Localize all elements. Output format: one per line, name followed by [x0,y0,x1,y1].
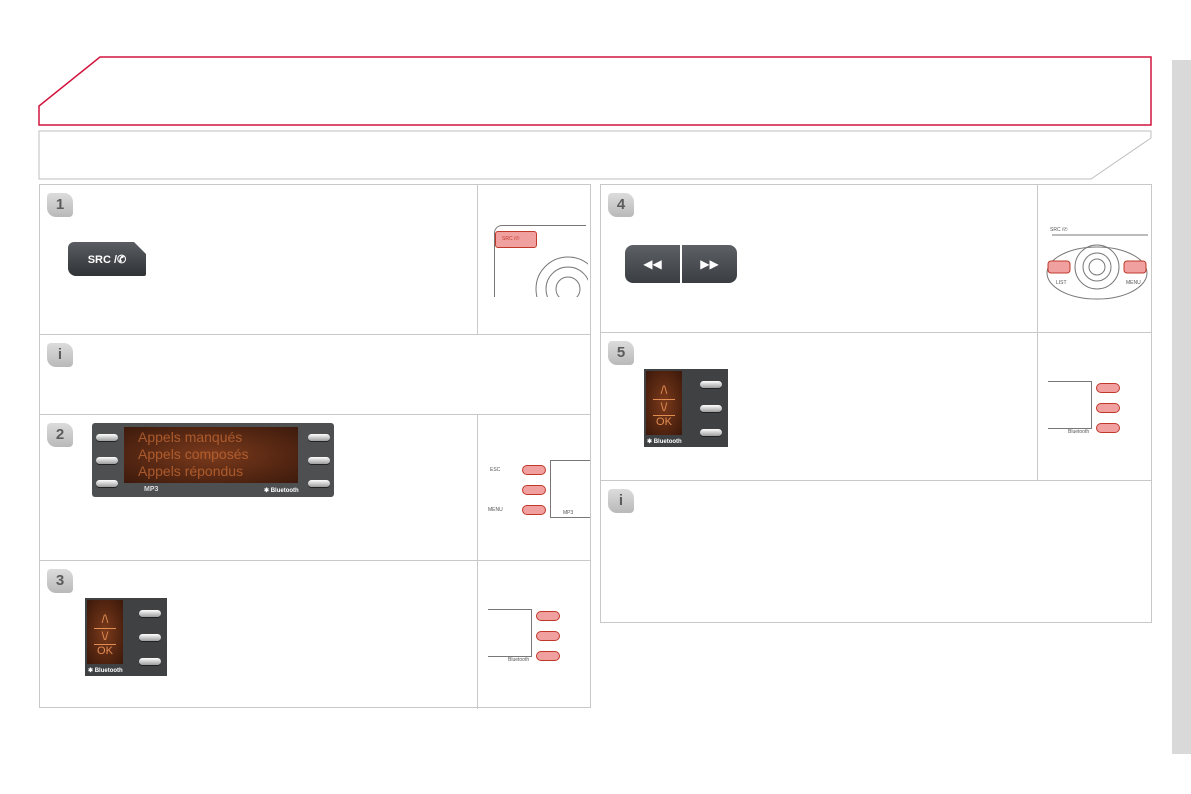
subheader-frame [38,130,1152,180]
right-key-2[interactable] [308,457,330,464]
info-row-1: i [40,335,590,415]
step-1-thumbnail: SRC /✆ [477,185,590,334]
info-row-2: i [601,481,1151,624]
down-icon[interactable]: \/ [101,629,109,643]
nav-highlight-3 [536,651,560,661]
control-dial-sketch [1046,234,1148,300]
left-key-2[interactable] [96,457,118,464]
ok-option[interactable]: OK [97,645,113,657]
nav5-highlight-1 [1096,383,1120,393]
right-key-3[interactable] [308,480,330,487]
nav5-divider-1 [653,399,675,400]
fast-forward-button[interactable]: ▶▶ [682,245,737,283]
menu-item-received[interactable]: Appels répondus [138,463,244,479]
rewind-icon: ◀◀ [643,257,662,271]
down-icon-5[interactable]: \/ [660,400,668,414]
menu-label-2: MENU [1126,280,1141,286]
nav5-bluetooth: ✱ Bluetooth [647,439,682,445]
left-key-3[interactable] [96,480,118,487]
nav-display-step5: /\ \/ OK ✱ Bluetooth [644,369,728,447]
nav5-key-3[interactable] [700,429,722,436]
subheader-band [38,130,1153,182]
nav-divider-1 [94,628,116,629]
nav-divider-2 [94,644,116,645]
nav5-highlight-3 [1096,423,1120,433]
nav-key-1[interactable] [139,610,161,617]
nav-bluetooth: ✱ Bluetooth [88,668,123,674]
step-3-badge: 3 [47,569,73,593]
ok-option-5[interactable]: OK [656,416,672,428]
nav-key-2[interactable] [139,634,161,641]
radio-display: Appels manqués Appels composés Appels ré… [92,423,334,497]
bluetooth-indicator: ✱ Bluetooth [264,488,299,494]
page-edge-tab [1172,60,1191,754]
bt-small-5: Bluetooth [1068,429,1090,435]
dial-sketch [535,256,588,297]
nav-lcd-5: /\ \/ OK [646,371,682,435]
right-key-1[interactable] [308,434,330,441]
nav-key-3[interactable] [139,658,161,665]
src-tag-text: SRC /✆ [502,236,520,242]
radio-lcd: Appels manqués Appels composés Appels ré… [124,427,298,483]
radio-front-sketch [494,225,586,297]
info-badge-2: i [608,489,634,513]
src-phone-button[interactable]: SRC /✆ [68,241,147,276]
step-3-thumbnail: Bluetooth [477,561,590,709]
src-highlight [495,231,537,248]
step-2-badge: 2 [47,423,73,447]
nav5-key-2[interactable] [700,405,722,412]
nav-lcd: /\ \/ OK [87,600,123,664]
menu-item-dialed[interactable]: Appels composés [138,446,249,462]
fast-forward-icon: ▶▶ [700,257,719,271]
highlight-key-3 [522,505,546,515]
step-2-row: 2 Appels manqués Appels composés Appels … [40,415,590,561]
step-3-row: 3 /\ \/ OK ✱ Bluetooth Bluetooth [40,561,590,709]
info-badge-1: i [47,343,73,367]
src-small: SRC /✆ [1050,227,1068,233]
step-5-row: 5 /\ \/ OK ✱ Bluetooth Bluetooth [601,333,1151,481]
header-frame [38,56,1152,126]
step-4-row: 4 ◀◀ ▶▶ SRC /✆ LIST MENU [601,185,1151,333]
nav-highlight-1 [536,611,560,621]
nav-highlight-2 [536,631,560,641]
mp3-small: MP3 [563,510,574,516]
step-5-badge: 5 [608,341,634,365]
step-1-row: 1 SRC /✆ SRC /✆ [40,185,590,335]
menu-item-missed[interactable]: Appels manqués [138,429,243,445]
left-steps-panel: 1 SRC /✆ SRC /✆ i 2 Appels manqués Appel… [39,184,591,709]
step-4-badge: 4 [608,193,634,217]
up-icon[interactable]: /\ [101,612,109,626]
highlight-key-2 [522,485,546,495]
nav5-key-1[interactable] [700,381,722,388]
menu-label: MENU [488,507,503,513]
right-steps-panel: 4 ◀◀ ▶▶ SRC /✆ LIST MENU 5 /\ [600,184,1152,623]
step-1-badge: 1 [47,193,73,217]
nav-display-small: /\ \/ OK ✱ Bluetooth [85,598,167,676]
nav5-highlight-2 [1096,403,1120,413]
step-2-thumbnail: ESC MENU MP3 [477,415,590,560]
section-header-banner [38,56,1153,128]
highlight-key-1 [522,465,546,475]
mp3-indicator: MP3 [144,486,159,493]
src-phone-label: SRC /✆ [87,253,127,266]
list-label: LIST [1056,280,1067,286]
bt-small: Bluetooth [508,657,530,663]
step-4-thumbnail: SRC /✆ LIST MENU [1037,185,1151,332]
step-5-thumbnail: Bluetooth [1037,333,1151,480]
up-icon-5[interactable]: /\ [660,383,668,397]
left-key-1[interactable] [96,434,118,441]
esc-label: ESC [490,467,501,473]
small-display-outline [488,609,532,657]
small-display-outline-5 [1048,381,1092,429]
nav5-divider-2 [653,415,675,416]
display-outline [550,460,590,518]
rewind-button[interactable]: ◀◀ [625,245,680,283]
